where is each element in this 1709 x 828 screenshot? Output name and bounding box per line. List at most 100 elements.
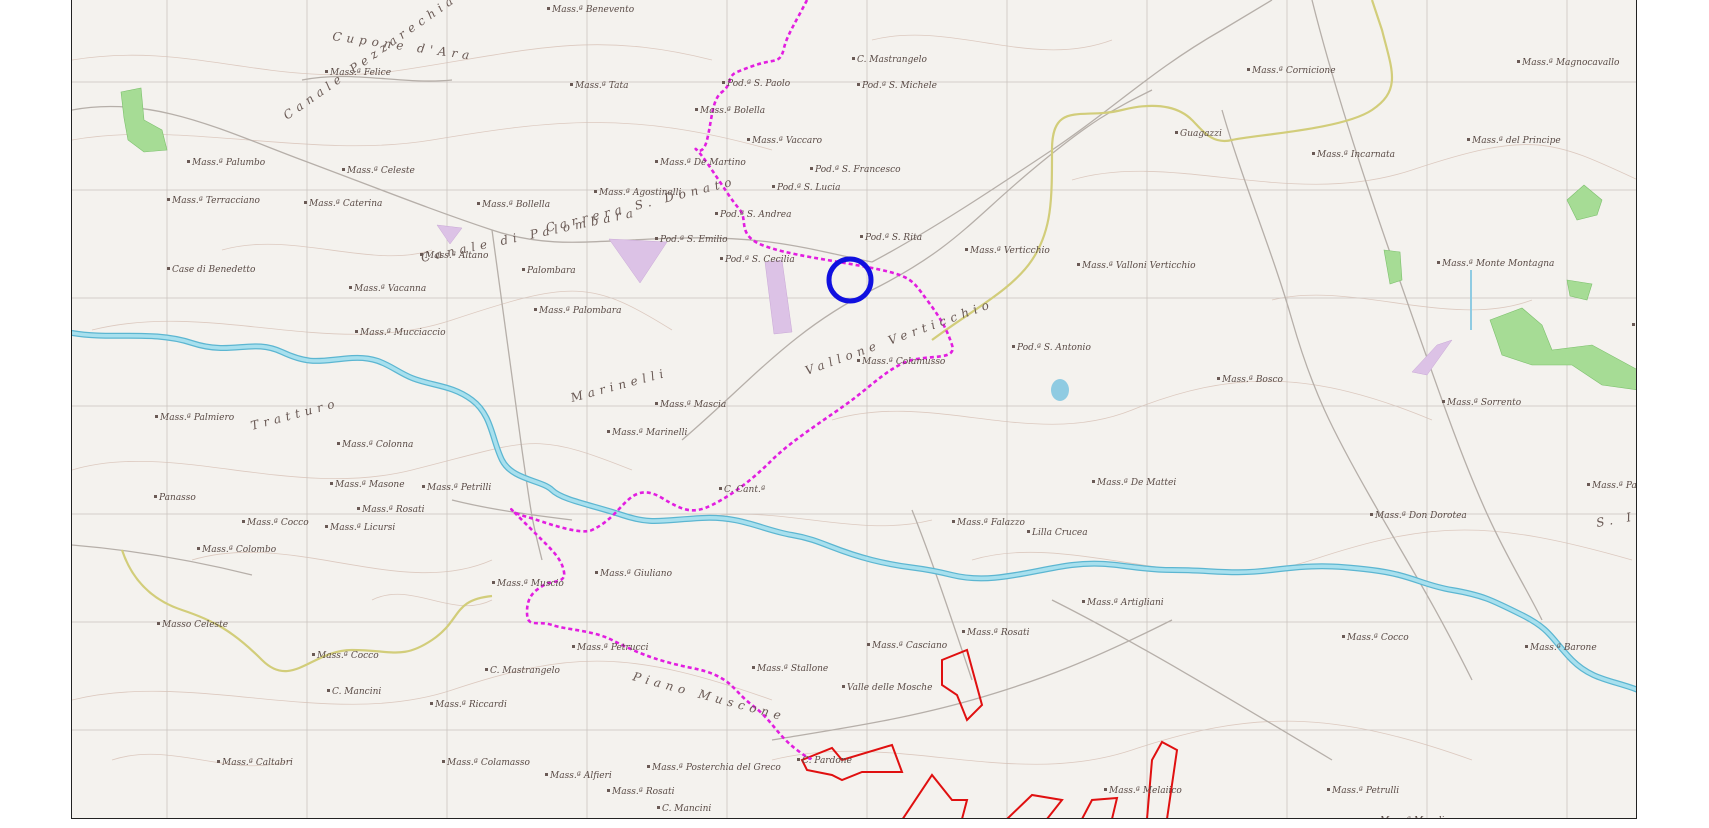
- settlement-dot: [1312, 152, 1315, 155]
- settlement-dot: [952, 520, 955, 523]
- place-label: Pod.ª S. Rita: [864, 233, 922, 243]
- place-label: Pod.ª S. Francesco: [814, 165, 901, 175]
- settlement-dot: [1587, 483, 1590, 486]
- settlement-dot: [1012, 345, 1015, 348]
- place-label: Pod.ª S. Antonio: [1636, 321, 1637, 331]
- place-label: Mass.ª Colonna: [341, 440, 413, 450]
- settlement-dot: [430, 702, 433, 705]
- place-label: Mass.ª Cocco: [1346, 633, 1409, 643]
- settlement-dot: [342, 168, 345, 171]
- place-label: Mass.ª Posterchia del Greco: [651, 763, 781, 773]
- place-label: Guagazzi: [1180, 129, 1222, 139]
- green-areas: [120, 87, 1636, 391]
- place-label: Mass.ª Giuliano: [599, 569, 673, 579]
- yellow-roads: [120, 0, 1394, 673]
- settlement-dot: [715, 212, 718, 215]
- settlement-dot: [719, 487, 722, 490]
- map-grid: [72, 0, 1636, 818]
- place-label: Mass.ª Falazzo: [956, 518, 1026, 528]
- settlement-dot: [752, 666, 755, 669]
- red-parcels: [800, 648, 1179, 818]
- place-label: Mass.ª Terracciano: [171, 196, 261, 206]
- settlement-dot: [1467, 138, 1470, 141]
- place-label: Mass.ª Mucciaccio: [359, 328, 446, 338]
- place-label: Mass.ª Artigliani: [1086, 598, 1164, 608]
- place-label: Mass.ª Cocco: [316, 651, 379, 661]
- place-label: C. Mastrangelo: [490, 666, 561, 676]
- place-label: Mass.ª Altano: [424, 251, 489, 261]
- settlement-dot: [810, 167, 813, 170]
- place-label: Mass.ª De Martino: [659, 158, 746, 168]
- settlement-dot: [594, 190, 597, 193]
- place-label: C. Pardone: [802, 756, 852, 766]
- place-label: Mass.ª Palombara: [538, 306, 621, 316]
- place-label: Mass.ª Bosco: [1221, 375, 1284, 385]
- settlement-dot: [1525, 645, 1528, 648]
- settlement-dot: [1027, 530, 1030, 533]
- settlement-dot: [655, 160, 658, 163]
- settlement-dot: [570, 83, 573, 86]
- place-label: Mass.ª Caltabri: [221, 758, 293, 768]
- settlement-dot: [1082, 600, 1085, 603]
- settlement-dot: [797, 758, 800, 761]
- river: [72, 330, 1636, 693]
- settlement-dot: [477, 202, 480, 205]
- roads: [72, 0, 1543, 761]
- settlement-dot: [1370, 513, 1373, 516]
- settlement-dot: [860, 235, 863, 238]
- place-label: Mass.ª Cocco: [246, 518, 309, 528]
- settlement-dot: [312, 653, 315, 656]
- place-label: Panasso: [158, 493, 196, 503]
- settlement-dot: [534, 308, 537, 311]
- settlement-dot: [1375, 818, 1378, 819]
- place-label: Masso Celeste: [161, 620, 228, 630]
- place-label: Palombara: [526, 266, 576, 276]
- settlement-dot: [1437, 261, 1440, 264]
- settlement-dot: [547, 7, 550, 10]
- place-label: Mass.ª Riccardi: [434, 700, 507, 710]
- place-label: Mass.ª Barone: [1529, 643, 1597, 653]
- settlement-dot: [337, 442, 340, 445]
- place-label: Mass.ª Celeste: [346, 166, 415, 176]
- settlement-dot: [962, 630, 965, 633]
- settlement-dot: [1175, 131, 1178, 134]
- settlement-dot: [197, 547, 200, 550]
- place-label: Mass.ª Mascia: [659, 400, 726, 410]
- place-label: Mass.ª Sorrento: [1446, 398, 1522, 408]
- place-label: Mass.ª Petrucci: [576, 643, 649, 653]
- settlement-dot: [1092, 480, 1095, 483]
- settlement-dot: [167, 267, 170, 270]
- settlement-dot: [187, 160, 190, 163]
- place-label: Mass.ª Cornicione: [1251, 66, 1336, 76]
- boundary-line: [510, 0, 954, 761]
- place-label: Mass.ª del Principe: [1471, 136, 1561, 146]
- place-label: Mass.ª Felice: [329, 68, 391, 78]
- place-label: Mass.ª Colombo: [201, 545, 277, 555]
- place-label: Mass.ª Marinelli: [611, 428, 687, 438]
- settlement-dot: [867, 643, 870, 646]
- settlement-dot: [420, 253, 423, 256]
- place-label: Mass.ª Rosati: [361, 505, 425, 515]
- settlement-dot: [304, 201, 307, 204]
- place-label: Mass.ª Mosolinao: [1379, 816, 1461, 819]
- settlement-dot: [242, 520, 245, 523]
- place-label: Mass.ª Palumbo: [191, 158, 266, 168]
- place-label: Mass.ª De Mattei: [1096, 478, 1176, 488]
- place-label: C. Mastrangelo: [857, 55, 928, 65]
- settlement-dot: [607, 789, 610, 792]
- settlement-dot: [1632, 323, 1635, 326]
- settlement-dot: [325, 70, 328, 73]
- settlement-dot: [325, 525, 328, 528]
- place-label: Pod.ª S. Michele: [861, 81, 937, 91]
- settlement-dot: [154, 495, 157, 498]
- location-marker[interactable]: [826, 256, 874, 304]
- place-label: Mass.ª Valloni Verticchio: [1081, 261, 1196, 271]
- place-label: Mass.ª Bollella: [481, 200, 550, 210]
- settlement-dot: [1077, 263, 1080, 266]
- place-label: Mass.ª Monte Montagna: [1441, 259, 1554, 269]
- place-label: C. Mancini: [662, 804, 711, 814]
- settlement-dot: [655, 237, 658, 240]
- violet-areas: [436, 224, 1453, 376]
